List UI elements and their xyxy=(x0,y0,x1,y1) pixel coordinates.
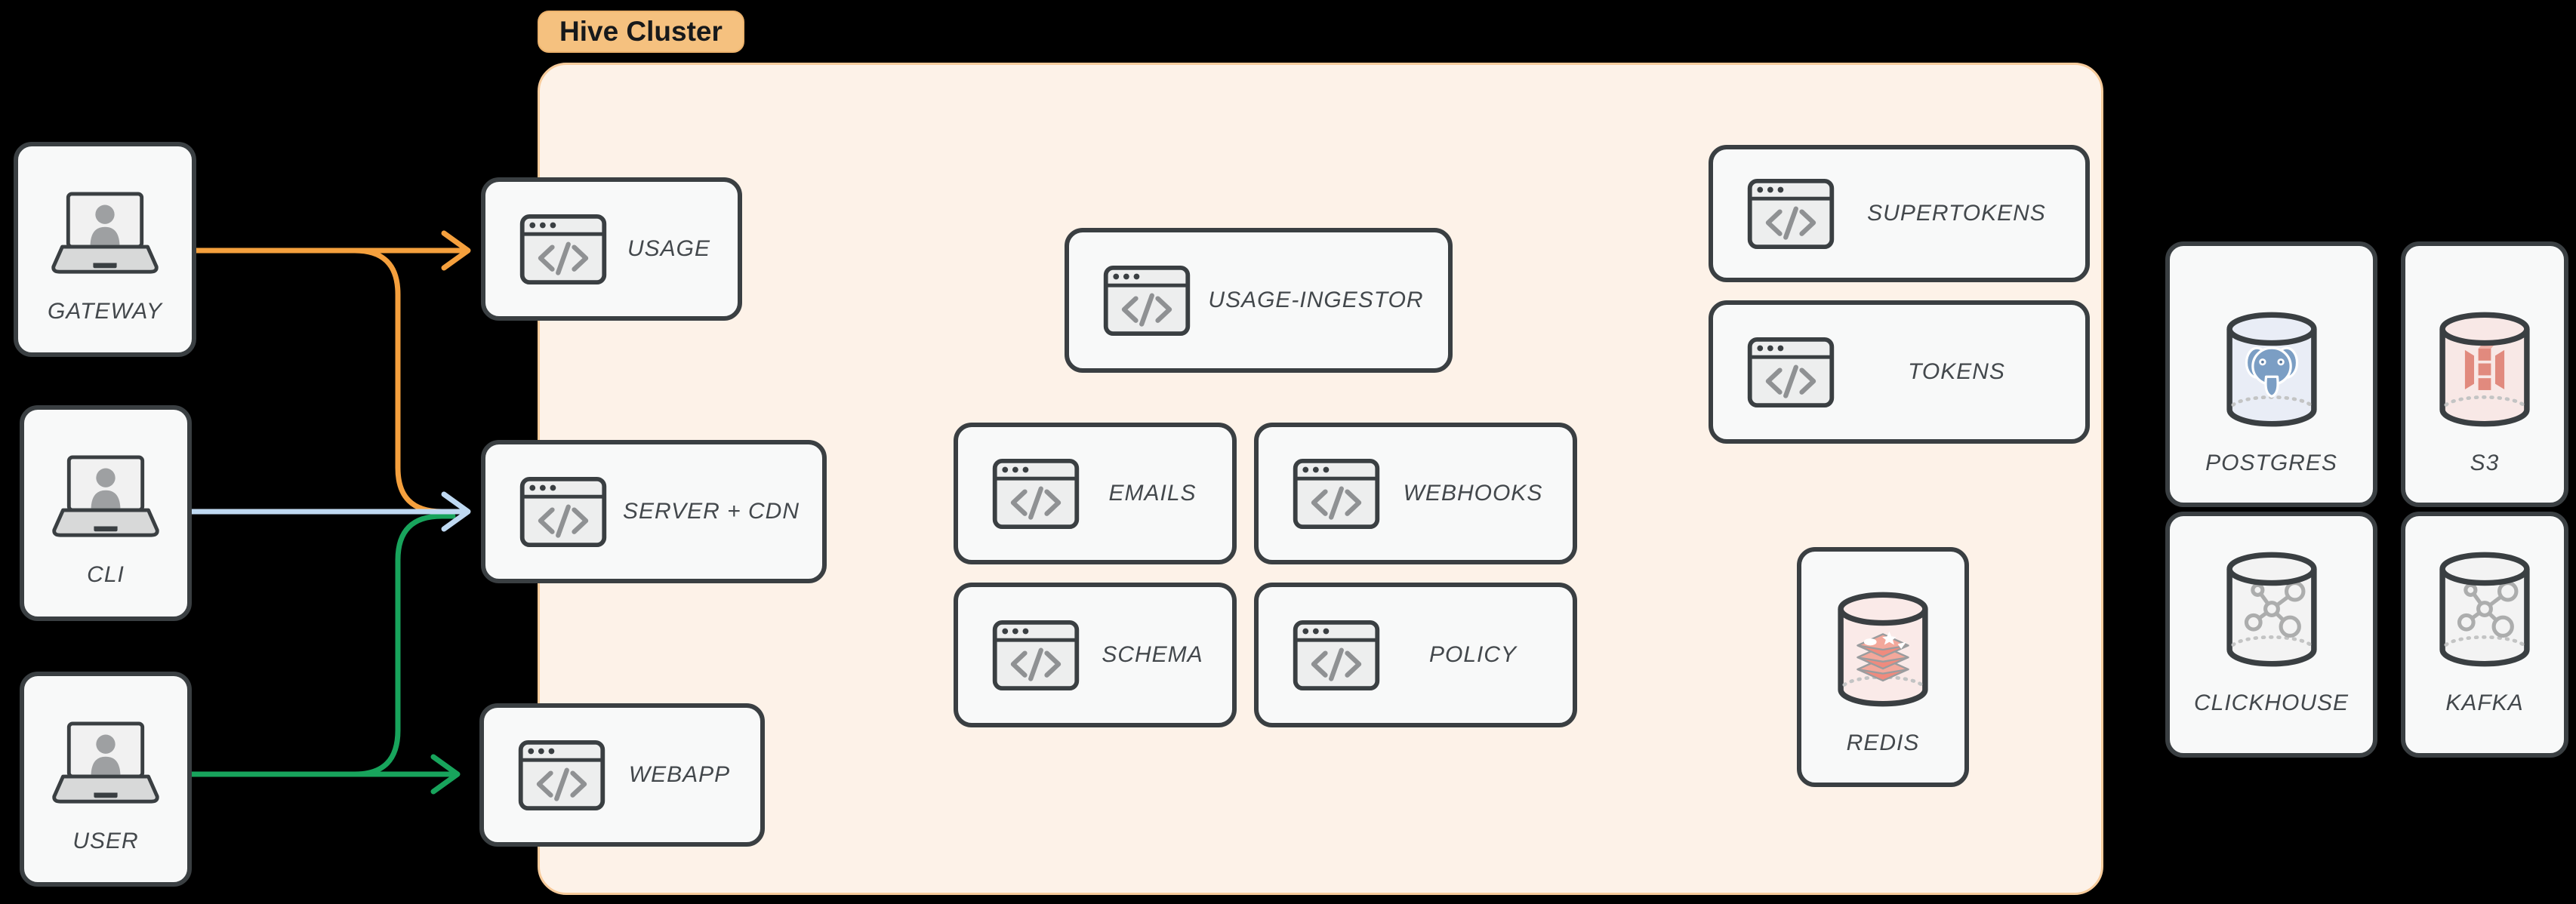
clickhouse-database-icon xyxy=(2219,548,2325,671)
redis-database-icon xyxy=(1830,588,1936,711)
service-label: WEBAPP xyxy=(628,762,731,787)
postgres-database-icon xyxy=(2219,308,2325,431)
client-node-gateway[interactable]: GATEWAY xyxy=(14,142,196,357)
code-window-icon xyxy=(1746,337,1835,408)
service-label: SCHEMA xyxy=(1102,642,1203,667)
edge-user-to-webapp-arrowhead xyxy=(430,754,461,795)
code-window-icon xyxy=(517,739,606,811)
client-label: CLI xyxy=(87,562,125,587)
s3-database-icon xyxy=(2432,308,2537,431)
client-node-user[interactable]: USER xyxy=(20,672,192,887)
laptop-user-icon xyxy=(45,192,165,276)
service-node-supertokens[interactable]: SUPERTOKENS xyxy=(1709,145,2090,282)
datastore-node-kafka[interactable]: KAFKA xyxy=(2401,512,2568,758)
code-window-icon xyxy=(991,458,1080,530)
service-node-emails[interactable]: EMAILS xyxy=(954,423,1237,564)
datastore-label: POSTGRES xyxy=(2205,450,2337,475)
service-node-webapp[interactable]: WEBAPP xyxy=(479,703,765,847)
service-label: EMAILS xyxy=(1108,481,1197,506)
service-node-schema[interactable]: SCHEMA xyxy=(954,583,1237,727)
hive-cluster-label[interactable]: Hive Cluster xyxy=(538,11,744,53)
code-window-icon xyxy=(519,476,608,548)
datastore-node-s3[interactable]: S3 xyxy=(2401,241,2568,507)
edge-cli-to-server-cdn-arrowhead xyxy=(441,491,471,532)
kafka-database-icon xyxy=(2432,548,2537,671)
code-window-icon xyxy=(1746,178,1835,250)
service-node-webhooks[interactable]: WEBHOOKS xyxy=(1254,423,1577,564)
edge-user-to-server-cdn[interactable] xyxy=(352,513,456,777)
datastore-label: CLICKHOUSE xyxy=(2193,690,2350,715)
datastore-label: S3 xyxy=(2470,450,2500,475)
service-node-usage-ingestor[interactable]: USAGE-INGESTOR xyxy=(1065,228,1453,373)
laptop-user-icon xyxy=(46,455,165,540)
service-label: USAGE-INGESTOR xyxy=(1208,287,1424,312)
service-node-usage[interactable]: USAGE xyxy=(481,177,742,321)
datastore-node-postgres[interactable]: POSTGRES xyxy=(2165,241,2377,507)
code-window-icon xyxy=(991,620,1080,691)
code-window-icon xyxy=(1292,620,1381,691)
code-window-icon xyxy=(1102,265,1191,337)
laptop-user-icon xyxy=(46,721,165,806)
client-node-cli[interactable]: CLI xyxy=(20,405,192,621)
edge-gateway-to-server-cdn[interactable] xyxy=(352,248,459,515)
client-label: GATEWAY xyxy=(47,299,163,324)
service-label: SUPERTOKENS xyxy=(1867,201,2046,226)
service-node-policy[interactable]: POLICY xyxy=(1254,583,1577,727)
service-label: POLICY xyxy=(1428,642,1518,667)
datastore-node-redis[interactable]: REDIS xyxy=(1797,547,1969,787)
client-label: USER xyxy=(72,829,139,853)
service-label: WEBHOOKS xyxy=(1403,481,1543,506)
code-window-icon xyxy=(1292,458,1381,530)
datastore-node-clickhouse[interactable]: CLICKHOUSE xyxy=(2165,512,2377,758)
service-node-tokens[interactable]: TOKENS xyxy=(1709,300,2090,444)
service-label: SERVER + CDN xyxy=(622,499,800,524)
service-label: USAGE xyxy=(627,236,711,261)
service-label: TOKENS xyxy=(1908,359,2005,384)
datastore-label: KAFKA xyxy=(2445,690,2524,715)
datastore-label: REDIS xyxy=(1846,730,1920,755)
service-node-server-cdn[interactable]: SERVER + CDN xyxy=(481,440,827,583)
code-window-icon xyxy=(519,214,608,285)
edge-gateway-to-usage-arrowhead xyxy=(441,230,471,271)
